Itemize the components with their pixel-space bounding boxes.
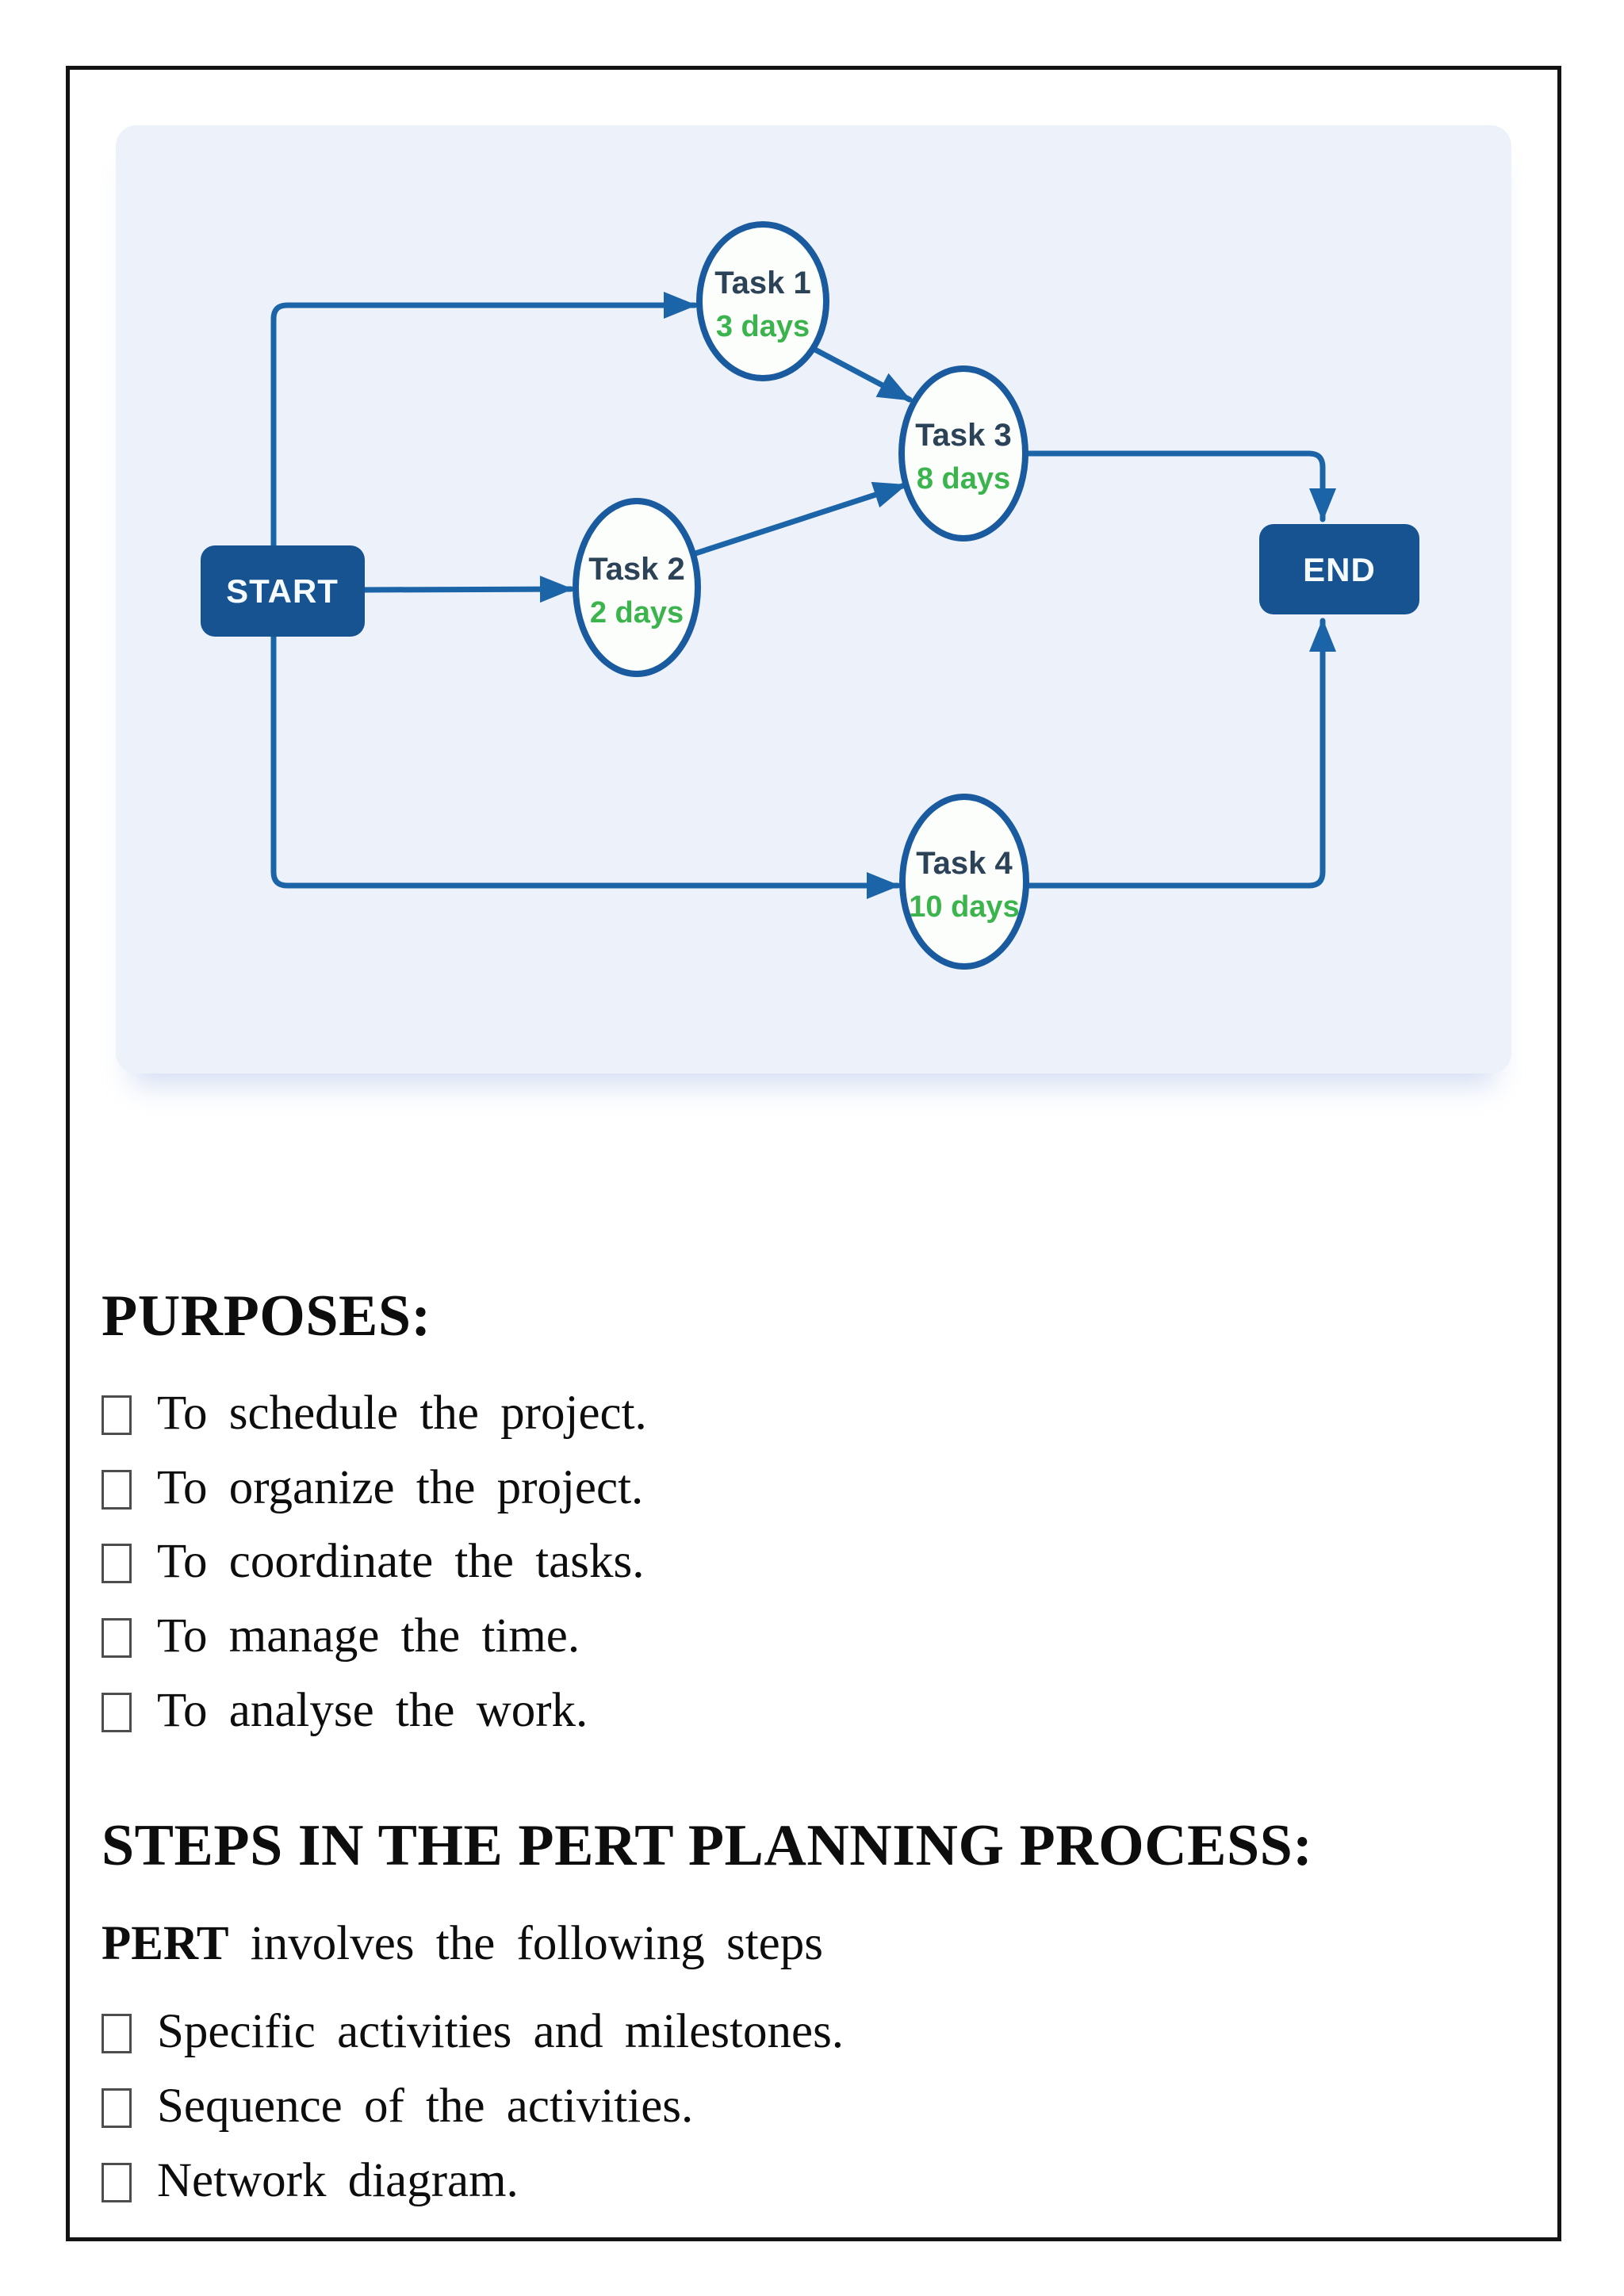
list-item: To coordinate the tasks. xyxy=(102,1536,1481,1588)
steps-list: Specific activities and milestones. Sequ… xyxy=(102,2006,1481,2207)
square-bullet-icon xyxy=(102,2087,132,2128)
list-item: To schedule the project. xyxy=(102,1387,1481,1440)
list-item-text: Specific activities and milestones. xyxy=(157,2005,845,2058)
square-bullet-icon xyxy=(102,1693,132,1733)
list-item-text: To analyse the work. xyxy=(157,1684,588,1738)
list-item: To manage the time. xyxy=(102,1610,1481,1663)
purposes-heading: PURPOSES: xyxy=(102,1284,431,1349)
task2-duration: 2 days xyxy=(590,596,684,629)
list-item-text: To coordinate the tasks. xyxy=(157,1535,645,1589)
end-label: END xyxy=(1303,551,1376,588)
list-item-text: To manage the time. xyxy=(157,1609,580,1663)
steps-intro-rest: involves the following steps xyxy=(228,1916,823,1970)
task3-circle xyxy=(898,365,1028,541)
list-item: Specific activities and milestones. xyxy=(102,2006,1481,2058)
edge-task1-task3 xyxy=(810,346,913,403)
edge-start-task1 xyxy=(270,292,698,549)
list-item-text: Network diagram. xyxy=(157,2153,519,2207)
list-item: To analyse the work. xyxy=(102,1685,1481,1737)
node-task1: Task 1 3 days xyxy=(696,221,829,381)
square-bullet-icon xyxy=(102,1469,132,1510)
task2-label: Task 2 xyxy=(588,552,685,587)
node-start: START xyxy=(201,545,365,637)
task3-label: Task 3 xyxy=(915,418,1012,453)
list-item-text: To organize the project. xyxy=(157,1460,644,1514)
square-bullet-icon xyxy=(102,2162,132,2202)
steps-intro: PERT involves the following steps xyxy=(102,1917,1481,1971)
node-task2: Task 2 2 days xyxy=(573,498,701,677)
square-bullet-icon xyxy=(102,1395,132,1435)
task2-circle xyxy=(573,498,701,677)
task1-circle xyxy=(696,221,829,381)
square-bullet-icon xyxy=(102,2013,132,2053)
node-end: END xyxy=(1259,524,1419,614)
task3-duration: 8 days xyxy=(917,462,1010,496)
task4-duration: 10 days xyxy=(909,890,1019,924)
purposes-section: PURPOSES: To schedule the project. To or… xyxy=(102,1284,1481,1759)
edge-task3-end xyxy=(1022,450,1336,522)
start-box xyxy=(201,545,365,637)
list-item-text: To schedule the project. xyxy=(157,1386,647,1440)
start-label: START xyxy=(226,572,339,610)
task4-circle xyxy=(899,794,1029,970)
edge-start-task4 xyxy=(270,633,901,899)
edge-task4-end xyxy=(1023,618,1336,889)
edge-task2-task3 xyxy=(690,481,908,557)
list-item: To organize the project. xyxy=(102,1460,1481,1514)
steps-intro-bold: PERT xyxy=(102,1916,229,1970)
node-task3: Task 3 8 days xyxy=(898,365,1028,541)
task1-label: Task 1 xyxy=(714,266,811,300)
list-item: Sequence of the activities. xyxy=(102,2080,1481,2133)
square-bullet-icon xyxy=(102,1618,132,1659)
purposes-list: To schedule the project. To organize the… xyxy=(102,1387,1481,1737)
node-task4: Task 4 10 days xyxy=(899,794,1029,970)
task4-label: Task 4 xyxy=(916,846,1013,881)
list-item-text: Sequence of the activities. xyxy=(157,2079,694,2133)
steps-heading: STEPS IN THE PERT PLANNING PROCESS: xyxy=(102,1813,1313,1878)
list-item: Network diagram. xyxy=(102,2153,1481,2207)
steps-section: STEPS IN THE PERT PLANNING PROCESS: PERT… xyxy=(102,1813,1481,2229)
end-box xyxy=(1259,524,1419,614)
edge-start-task2 xyxy=(362,576,574,603)
task1-duration: 3 days xyxy=(716,310,810,343)
square-bullet-icon xyxy=(102,1544,132,1584)
